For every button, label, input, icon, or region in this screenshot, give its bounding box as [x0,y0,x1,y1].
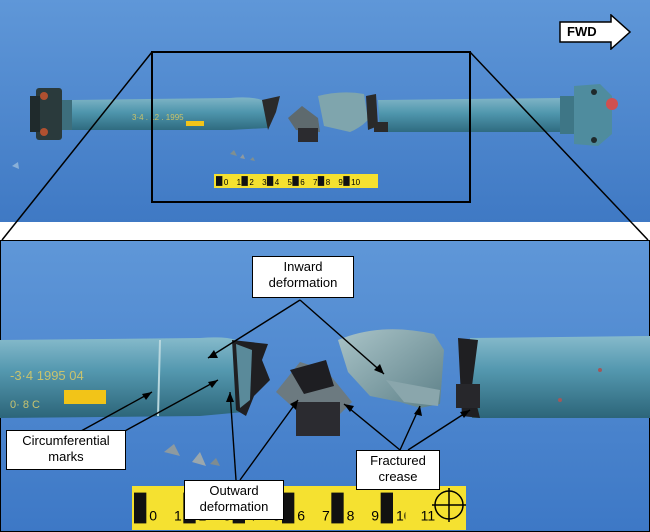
scale-block [266,176,274,186]
detail-photo: -3·4 1995 04 0· 8 C 01234567891011 [0,240,650,532]
scale-block [241,176,248,186]
bottom-scale-bar: 01234567891011 [132,486,466,530]
scale-number: 7 [322,507,330,523]
shaft-right-section-detail [470,336,650,418]
scale-block [380,492,393,524]
scale-block [282,492,295,524]
scale-number: 6 [300,178,305,187]
outward-deformation-line2: deformation [199,499,269,514]
scale-block [331,492,344,524]
fwd-label: FWD [567,24,597,39]
scale-number: 1 [237,178,242,187]
black-block [298,128,318,142]
circumferential-marks-line1: Circumferential [22,433,110,448]
inward-deformation-label: Inward deformation [252,256,354,298]
fractured-crease-label: Fractured crease [356,450,440,490]
scale-number: 11 [421,507,436,523]
outward-deformation-label: Outward deformation [184,480,284,520]
fragment-large [318,92,368,132]
scale-number: 4 [275,178,280,187]
bottom-stencil-text-2: 0· 8 C [10,399,40,411]
callout-arrows [71,299,471,481]
scale-block [254,176,261,186]
fragment-small [288,106,320,132]
outward-deformation-line1: Outward [209,483,259,498]
scale-block [292,176,299,186]
scale-block [279,176,286,186]
torn-end-left [262,96,280,130]
scale-number: 2 [249,178,254,187]
circumferential-marks-line2: marks [48,449,84,464]
shaft-left-section-detail [0,337,244,418]
scale-number: 8 [347,507,355,523]
right-flange [560,84,618,146]
scale-number: 0 [224,178,229,187]
inward-deformation-line2: deformation [268,275,338,290]
scale-number: 3 [262,178,267,187]
shaft-left-section [72,97,268,130]
scale-block [216,176,223,186]
fractured-crease-line1: Fractured [370,453,426,468]
scale-number: 10 [351,178,360,187]
scale-block [134,492,147,524]
black-block-detail [296,402,340,436]
scale-block [228,176,236,186]
scale-block [405,492,418,524]
scale-number: 7 [313,178,318,187]
scale-number: 6 [297,507,305,523]
inward-deformation-line1: Inward [283,259,323,274]
scale-number: 1 [174,507,182,523]
yellow-label-patch [64,390,106,404]
left-flange [30,88,72,140]
fwd-arrow-icon [559,14,631,50]
scale-number: 9 [338,178,343,187]
scale-block [330,176,337,186]
scale-number: 0 [149,507,157,523]
zoom-rectangle [151,51,471,203]
scale-block [317,176,325,186]
scale-block [306,492,319,524]
top-stencil-text: 3·4 . 12 . 1995 [132,113,184,122]
scale-block [343,176,350,186]
scale-block [356,492,369,524]
scale-block [305,176,312,186]
scale-number: 9 [371,507,379,523]
scale-block [158,492,171,524]
callout-arrowheads [142,350,470,418]
scale-number: 8 [326,178,331,187]
scale-number: 5 [288,178,293,187]
circumferential-marks-label: Circumferential marks [6,430,126,470]
detail-photo-svg: -3·4 1995 04 0· 8 C 01234567891011 [0,240,650,532]
fractured-crease-line2: crease [378,469,418,484]
bottom-stencil-text: -3·4 1995 04 [10,368,84,383]
